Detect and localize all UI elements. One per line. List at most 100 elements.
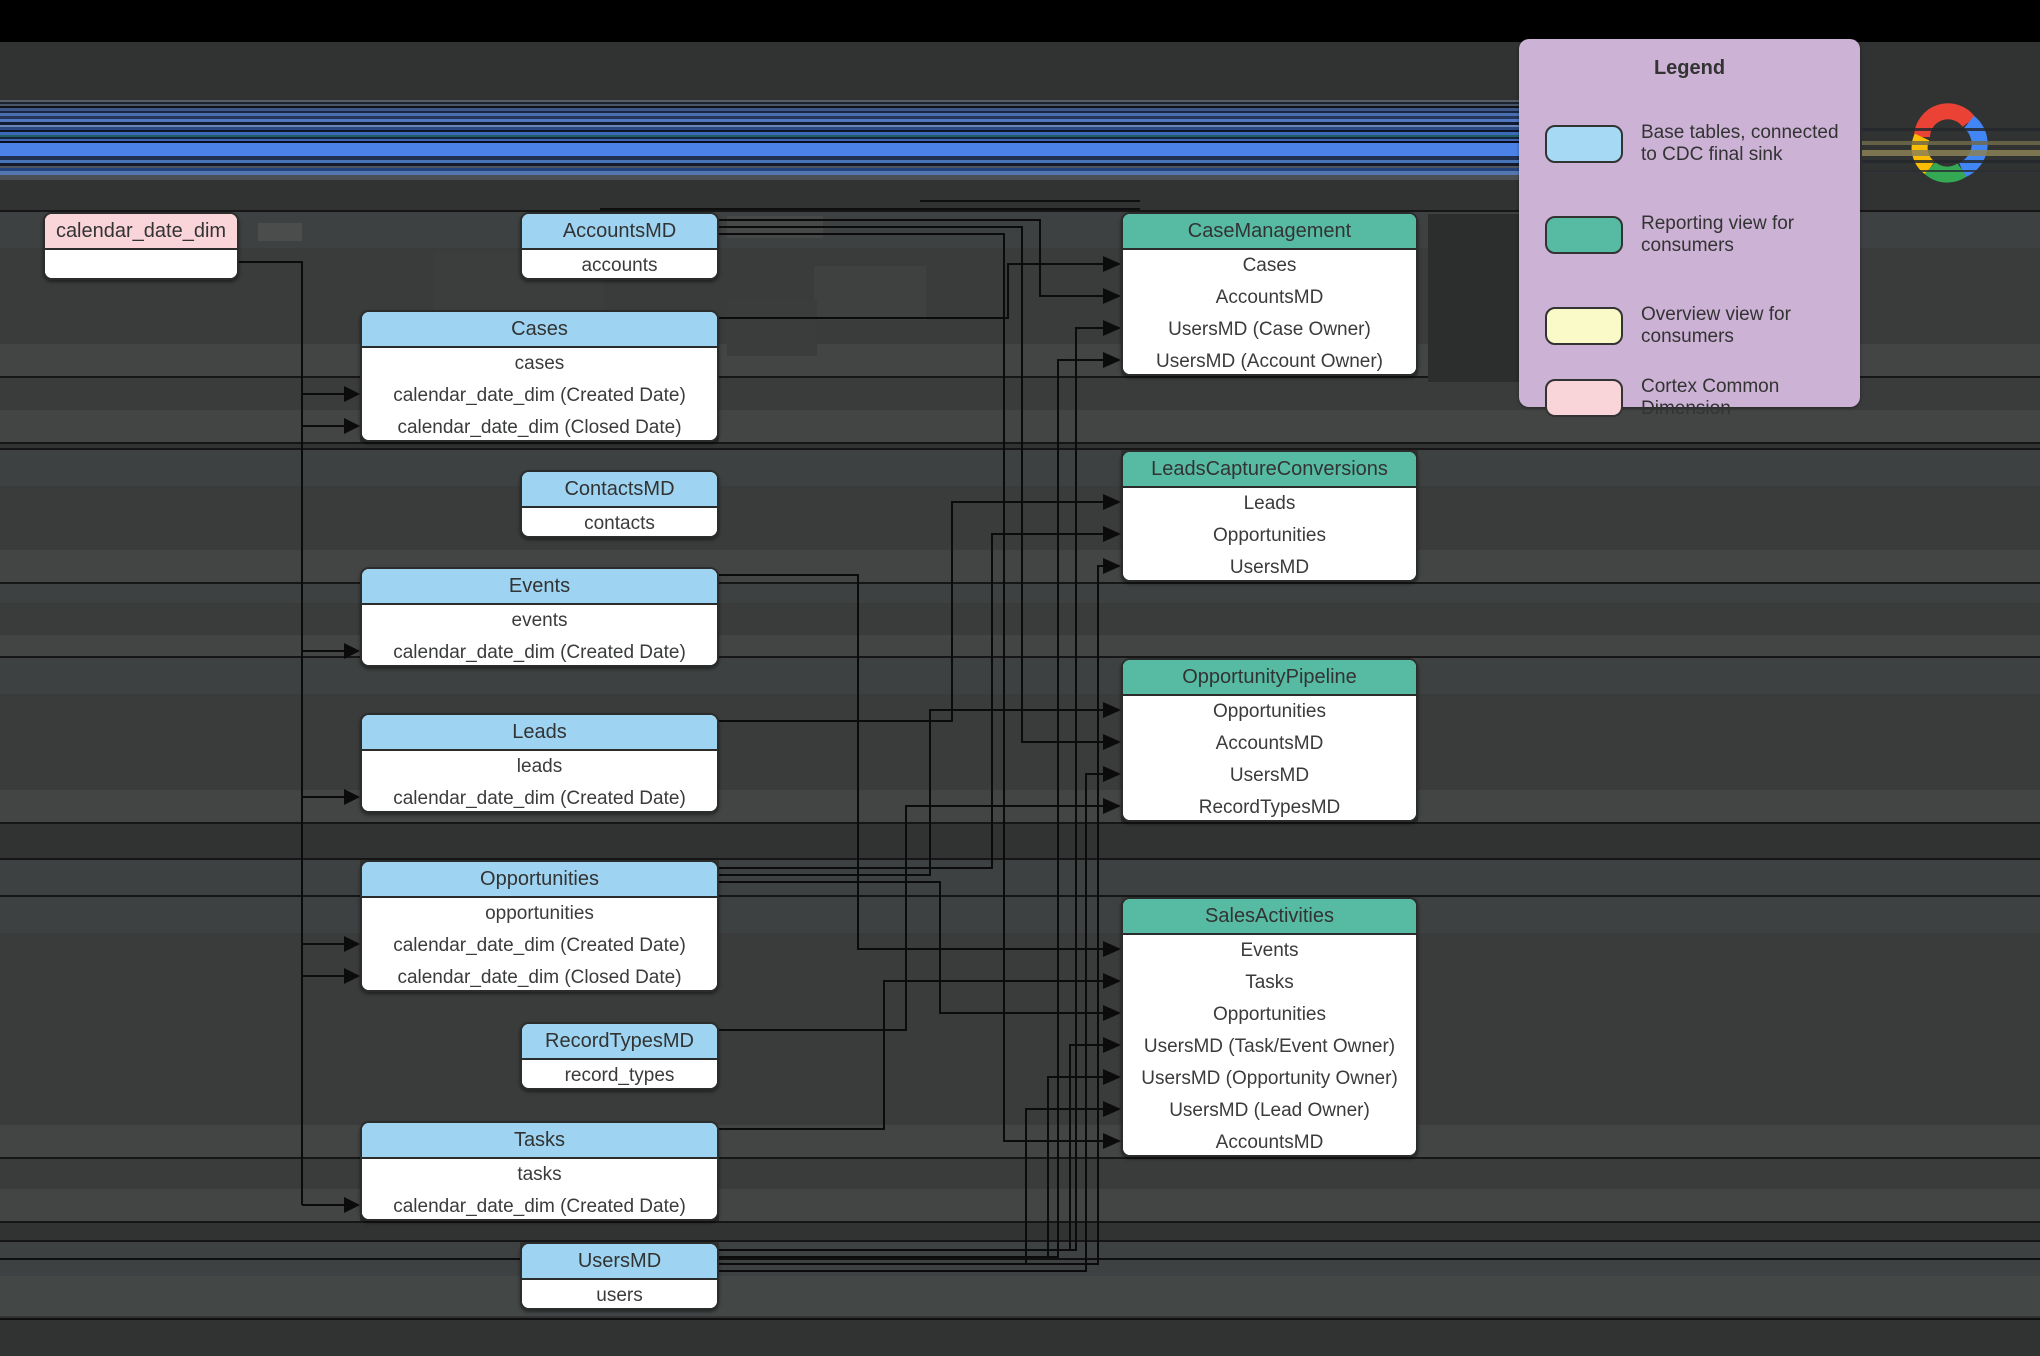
connector-line xyxy=(239,261,303,1205)
entity-title: LeadsCaptureConversions xyxy=(1123,452,1416,488)
logo-yellow-arc xyxy=(1911,133,1936,175)
entity-row: accounts xyxy=(522,250,717,278)
legend-item-base: Base tables, connected to CDC final sink xyxy=(1519,122,1860,166)
connector-arrowhead xyxy=(1103,973,1121,989)
entity-row: users xyxy=(522,1280,717,1308)
entity-title: Cases xyxy=(362,312,717,348)
entity-row: UsersMD xyxy=(1123,552,1416,580)
connector-line xyxy=(719,980,1103,1130)
entity-calendar_date_dim[interactable]: calendar_date_dim xyxy=(43,212,239,280)
legend-label: Base tables, connected to CDC final sink xyxy=(1641,122,1839,165)
entity-row: AccountsMD xyxy=(1123,282,1416,314)
connector-line xyxy=(719,263,1103,319)
entity-row: Tasks xyxy=(1123,967,1416,999)
entity-row: calendar_date_dim (Closed Date) xyxy=(362,412,717,440)
legend-item-view: Reporting view for consumers xyxy=(1519,213,1860,257)
legend-swatch-overview xyxy=(1545,307,1623,346)
connector-arrowhead xyxy=(344,1197,360,1213)
entity-title: UsersMD xyxy=(522,1244,717,1280)
entity-row: UsersMD (Case Owner) xyxy=(1123,314,1416,346)
connector-arrowhead xyxy=(1103,1069,1121,1085)
entity-title: Events xyxy=(362,569,717,605)
entity-title: SalesActivities xyxy=(1123,899,1416,935)
entity-row: UsersMD xyxy=(1123,760,1416,792)
legend-title: Legend xyxy=(1653,57,1726,79)
connector-arrowhead xyxy=(1103,288,1121,304)
glitch-stripe-band-artifact xyxy=(0,100,1522,180)
entity-row xyxy=(45,250,237,278)
connector-arrowhead xyxy=(1103,941,1121,957)
connector-line xyxy=(719,773,1103,1272)
connector-arrowhead xyxy=(1103,320,1121,336)
entity-row: cases xyxy=(362,348,717,380)
entity-row: calendar_date_dim (Created Date) xyxy=(362,380,717,412)
entity-row: calendar_date_dim (Created Date) xyxy=(362,930,717,962)
entity-row: calendar_date_dim (Closed Date) xyxy=(362,962,717,990)
legend-swatch-base xyxy=(1545,124,1623,163)
entity-row: contacts xyxy=(522,508,717,536)
connector-arrowhead xyxy=(1103,352,1121,368)
entity-title: OpportunityPipeline xyxy=(1123,660,1416,696)
entity-title: calendar_date_dim xyxy=(45,214,237,250)
entity-title: CaseManagement xyxy=(1123,214,1416,250)
connector-line xyxy=(719,881,1103,1014)
connector-arrowhead xyxy=(1103,494,1121,510)
connector-arrowhead xyxy=(1103,798,1121,814)
entity-row: UsersMD (Opportunity Owner) xyxy=(1123,1063,1416,1095)
entity-row: AccountsMD xyxy=(1123,1127,1416,1155)
entity-row: calendar_date_dim (Created Date) xyxy=(362,637,717,665)
connector-line xyxy=(719,233,1103,1142)
entity-title: Opportunities xyxy=(362,862,717,898)
entity-title: Leads xyxy=(362,715,717,751)
entity-row: Opportunities xyxy=(1123,696,1416,728)
entity-row: AccountsMD xyxy=(1123,728,1416,760)
connector-arrowhead xyxy=(1103,526,1121,542)
entity-row: UsersMD (Account Owner) xyxy=(1123,346,1416,374)
connector-line xyxy=(719,1076,1103,1258)
entity-title: Tasks xyxy=(362,1123,717,1159)
entity-row: calendar_date_dim (Created Date) xyxy=(362,1191,717,1219)
legend-items: Base tables, connected to CDC final sink… xyxy=(1519,122,1860,420)
top-black-bar xyxy=(0,0,2040,42)
connector-line xyxy=(719,1044,1103,1251)
connector-arrowhead xyxy=(1103,1133,1121,1149)
connector-line xyxy=(719,219,1103,297)
connector-arrowhead xyxy=(1103,766,1121,782)
connector-line xyxy=(719,226,1103,743)
google-cloud-logo xyxy=(1911,103,1988,183)
legend-label: Reporting view for consumers xyxy=(1641,212,1795,256)
connector-line xyxy=(719,1108,1103,1265)
entity-row: UsersMD (Task/Event Owner) xyxy=(1123,1031,1416,1063)
logo-blue-arc xyxy=(1958,115,1988,178)
connector-arrowhead xyxy=(1103,702,1121,718)
connector-arrowhead xyxy=(344,968,360,984)
legend-swatch-dimension xyxy=(1545,378,1623,417)
legend-swatch-view xyxy=(1545,215,1623,254)
entity-title: RecordTypesMD xyxy=(522,1024,717,1060)
legend-panel: Legend Base tables, connected to CDC fin… xyxy=(1519,39,1860,419)
entity-row: Cases xyxy=(1123,250,1416,282)
entity-row: leads xyxy=(362,751,717,783)
entity-row: events xyxy=(362,605,717,637)
legend-item-dimension: Cortex Common Dimension xyxy=(1519,376,1860,420)
entity-row: opportunities xyxy=(362,898,717,930)
legend-item-overview: Overview view for consumers xyxy=(1519,304,1860,348)
entity-row: RecordTypesMD xyxy=(1123,792,1416,820)
logo-inner-cloud-notch xyxy=(1935,139,1966,159)
connector-arrowhead xyxy=(1103,1005,1121,1021)
entity-row: Leads xyxy=(1123,488,1416,520)
